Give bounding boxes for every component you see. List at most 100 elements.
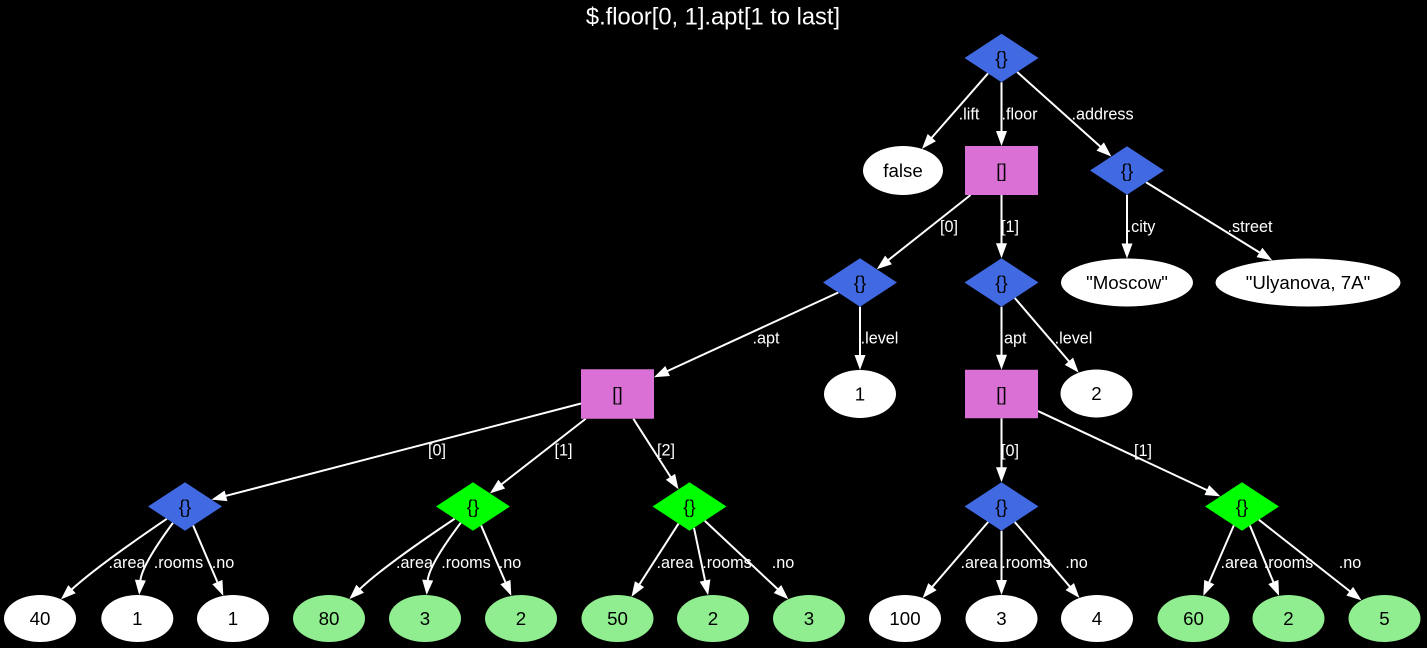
edge-line (500, 417, 587, 486)
street-value-label: "Ulyanova, 7A" (1246, 272, 1370, 293)
edge-address-object-to-street-value: .street (1145, 181, 1273, 261)
apt10-no-value-shape (1061, 595, 1133, 642)
edge-label-apt01-object-to-apt01-rooms-value: .rooms (441, 554, 490, 572)
floor0-apt-array-shape (581, 369, 654, 419)
node-apt00-area-value: 40 (4, 595, 76, 642)
apt11-no-value-shape (1348, 595, 1421, 642)
edge-apt02-object-to-apt02-no-value: .no (704, 520, 794, 600)
arrowhead-icon (134, 579, 146, 596)
apt01-area-value-label: 80 (319, 608, 340, 629)
arrowhead-icon (876, 255, 892, 270)
arrowhead-icon (631, 581, 645, 597)
node-apt10-no-value: 4 (1061, 595, 1133, 642)
apt00-rooms-value-label: 1 (132, 608, 142, 629)
node-apt01-rooms-value: 3 (389, 595, 461, 642)
node-apt00-no-value: 1 (197, 595, 269, 642)
edge-apt11-object-to-apt11-rooms-value: .rooms (1248, 525, 1313, 596)
apt10-area-value-shape (869, 595, 941, 642)
node-floor1-level-value: 2 (1060, 369, 1133, 418)
edge-label-floor1-apt-array-to-apt11-object: [1] (1134, 442, 1152, 460)
apt02-rooms-value-shape (677, 595, 749, 642)
edge-apt11-object-to-apt11-area-value: .area (1203, 524, 1258, 596)
edge-label-floor0-apt-array-to-apt01-object: [1] (555, 442, 573, 460)
root-object-label: {} (995, 48, 1007, 69)
edge-line (666, 291, 839, 373)
edge-label-address-object-to-city-value: .city (1127, 218, 1157, 236)
edge-line (358, 517, 456, 591)
apt11-area-value-shape (1157, 595, 1230, 642)
floor0-level-value-shape (824, 370, 896, 418)
edge-line (426, 522, 462, 582)
floor0-level-value-label: 1 (855, 384, 865, 405)
edge-apt01-object-to-apt01-rooms-value: .rooms (422, 522, 491, 596)
edge-label-apt10-object-to-apt10-no-value: .no (1065, 554, 1088, 572)
street-value-shape (1215, 258, 1401, 307)
node-apt11-no-value: 5 (1348, 595, 1421, 642)
arrowhead-icon (699, 579, 711, 596)
apt11-area-value-label: 60 (1183, 608, 1204, 629)
node-apt00-object: {} (148, 482, 222, 531)
apt01-area-value-shape (293, 595, 365, 642)
node-apt02-rooms-value: 2 (677, 595, 749, 642)
edge-label-apt11-object-to-apt11-no-value: .no (1339, 554, 1362, 572)
node-floor0-apt-array: [] (581, 369, 654, 419)
node-apt01-object: {} (436, 482, 510, 531)
edge-line (1258, 518, 1352, 593)
edge-line (70, 518, 168, 591)
arrowhead-icon (996, 467, 1007, 483)
node-apt02-object: {} (652, 482, 727, 531)
floor-array-label: [] (996, 160, 1006, 181)
edge-label-apt11-object-to-apt11-area-value: .area (1221, 554, 1258, 572)
edge-apt10-object-to-apt10-no-value: .no (1013, 521, 1088, 598)
floor1-object-shape (964, 258, 1039, 307)
arrowhead-icon (922, 583, 937, 599)
lift-value-shape (863, 146, 943, 195)
node-lift-value: false (863, 146, 943, 195)
edge-label-floor0-apt-array-to-apt02-object: [2] (657, 442, 675, 460)
arrowhead-icon (500, 579, 512, 596)
edge-line (1145, 181, 1261, 254)
apt02-area-value-label: 50 (607, 608, 628, 629)
node-apt01-area-value: 80 (293, 595, 365, 642)
edge-root-object-to-floor-array: .floor (996, 82, 1038, 146)
edge-label-apt10-object-to-apt10-rooms-value: .rooms (1001, 554, 1050, 572)
node-city-value: "Moscow" (1061, 258, 1193, 307)
floor1-level-value-shape (1060, 369, 1133, 418)
arrowhead-icon (1121, 243, 1133, 259)
arrowhead-icon (1065, 582, 1080, 598)
floor0-object-shape (823, 258, 897, 307)
edge-label-floor1-object-to-floor1-apt-array: .apt (999, 330, 1027, 348)
edge-line (692, 527, 707, 582)
edge-line (638, 523, 680, 586)
arrowhead-icon (773, 584, 789, 600)
edge-label-floor0-object-to-floor0-apt-array: .apt (752, 330, 780, 348)
edge-label-floor0-object-to-floor0-level-value: .level (861, 330, 899, 348)
arrowhead-icon (854, 355, 866, 370)
edge-label-root-object-to-lift-value: .lift (959, 106, 980, 124)
arrowhead-icon (349, 584, 364, 600)
edge-apt00-object-to-apt00-no-value: .no (192, 525, 234, 596)
apt10-object-label: {} (995, 496, 1007, 517)
edge-label-floor-array-to-floor1-object: [1] (1001, 218, 1019, 236)
arrowhead-icon (1204, 485, 1221, 497)
edge-apt10-object-to-apt10-rooms-value: .rooms (996, 530, 1051, 595)
edge-floor1-apt-array-to-apt10-object: [0] (996, 418, 1019, 483)
apt01-no-value-shape (485, 595, 557, 642)
node-apt02-no-value: 3 (773, 595, 845, 642)
arrowhead-icon (665, 473, 679, 490)
arrowhead-icon (1096, 142, 1112, 157)
apt11-object-shape (1205, 482, 1279, 531)
apt10-area-value-label: 100 (889, 608, 920, 629)
edge-line (1248, 525, 1275, 584)
node-apt02-area-value: 50 (581, 595, 654, 642)
edge-line (139, 522, 174, 582)
apt00-no-value-shape (197, 595, 269, 642)
apt02-no-value-label: 3 (804, 608, 814, 629)
node-street-value: "Ulyanova, 7A" (1215, 258, 1401, 307)
floor1-apt-array-label: [] (996, 384, 1006, 405)
edge-label-apt02-object-to-apt02-rooms-value: .rooms (702, 554, 751, 572)
arrowhead-icon (996, 243, 1007, 259)
floor1-level-value-label: 2 (1091, 383, 1101, 404)
apt01-no-value-label: 2 (516, 608, 526, 629)
